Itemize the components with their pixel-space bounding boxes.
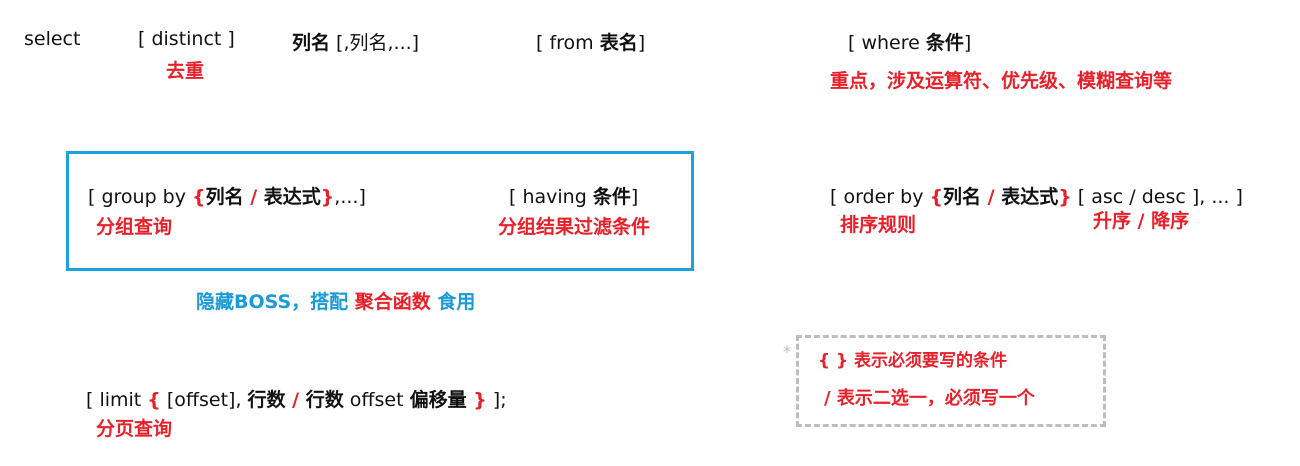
having-note: 分组结果过滤条件 (498, 216, 651, 238)
having-open: [ having (509, 186, 593, 208)
group-by-rest: ,...] (334, 186, 366, 208)
from-open: [ from (536, 32, 600, 54)
limit-rows1: 行数 (247, 389, 286, 411)
order-by-brace-open: { (929, 186, 944, 208)
distinct-note: 去重 (166, 60, 205, 82)
columns-label: 列名 (292, 32, 331, 54)
limit-open: [ limit (86, 389, 148, 411)
legend-line2: / 表示二选一，必须写一个 (824, 388, 1035, 409)
columns-rest: [,列名,...] (330, 32, 420, 54)
select-keyword: select (24, 28, 81, 50)
limit-brace-open: { (147, 389, 161, 411)
order-by-note: 排序规则 (840, 214, 917, 236)
from-clause: [ from 表名] (536, 28, 645, 55)
having-clause: [ having 条件] (509, 182, 638, 209)
group-by-open: [ group by (88, 186, 193, 208)
limit-note: 分页查询 (96, 418, 173, 440)
distinct-clause: [ distinct ] (138, 28, 235, 50)
legend-box (796, 335, 1106, 427)
where-note: 重点，涉及运算符、优先级、模糊查询等 (830, 70, 1173, 92)
where-open: [ where (848, 32, 926, 54)
order-by-rest: [ asc / desc ], ... ] (1071, 186, 1243, 208)
where-clause: [ where 条件] (848, 28, 971, 55)
group-having-box (66, 151, 694, 271)
limit-offset-amount: 偏移量 (409, 389, 467, 411)
order-by-open: [ order by (830, 186, 930, 208)
order-by-brace-close: } (1058, 186, 1072, 208)
from-table: 表名 (599, 32, 638, 54)
group-by-clause: [ group by {列名 / 表达式},...] (88, 182, 366, 209)
limit-offset: [offset], (160, 389, 248, 411)
order-by-slash: / (981, 186, 1002, 208)
columns-clause: 列名 [,列名,...] (292, 28, 419, 55)
order-by-expr: 表达式 (1001, 186, 1059, 208)
legend-star: * (783, 342, 791, 361)
asc-desc-note: 升序 / 降序 (1093, 210, 1190, 232)
hidden-boss-part1: 隐藏BOSS，搭配 (196, 291, 355, 313)
hidden-boss-part3: 食用 (430, 291, 476, 313)
having-close: ] (630, 186, 639, 208)
limit-brace-close: } (466, 389, 487, 411)
limit-clause: [ limit { [offset], 行数 / 行数 offset 偏移量 }… (86, 385, 507, 412)
where-close: ] (963, 32, 972, 54)
limit-close: ]; (486, 389, 507, 411)
from-close: ] (637, 32, 646, 54)
order-by-clause: [ order by {列名 / 表达式} [ asc / desc ], ..… (830, 182, 1243, 209)
group-by-slash: / (243, 186, 264, 208)
hidden-boss-part2: 聚合函数 (354, 291, 431, 313)
limit-offset-kw: offset (343, 389, 410, 411)
order-by-col: 列名 (943, 186, 982, 208)
having-cond: 条件 (592, 186, 631, 208)
group-by-brace-open: { (192, 186, 206, 208)
group-by-brace-close: } (320, 186, 335, 208)
limit-slash: / (285, 389, 306, 411)
hidden-boss-note: 隐藏BOSS，搭配 聚合函数 食用 (196, 287, 475, 314)
where-cond: 条件 (925, 32, 964, 54)
group-by-note: 分组查询 (96, 216, 173, 238)
legend-line1: { } 表示必须要写的条件 (818, 351, 1008, 371)
limit-rows2: 行数 (305, 389, 344, 411)
group-by-expr: 表达式 (263, 186, 321, 208)
group-by-col: 列名 (205, 186, 244, 208)
